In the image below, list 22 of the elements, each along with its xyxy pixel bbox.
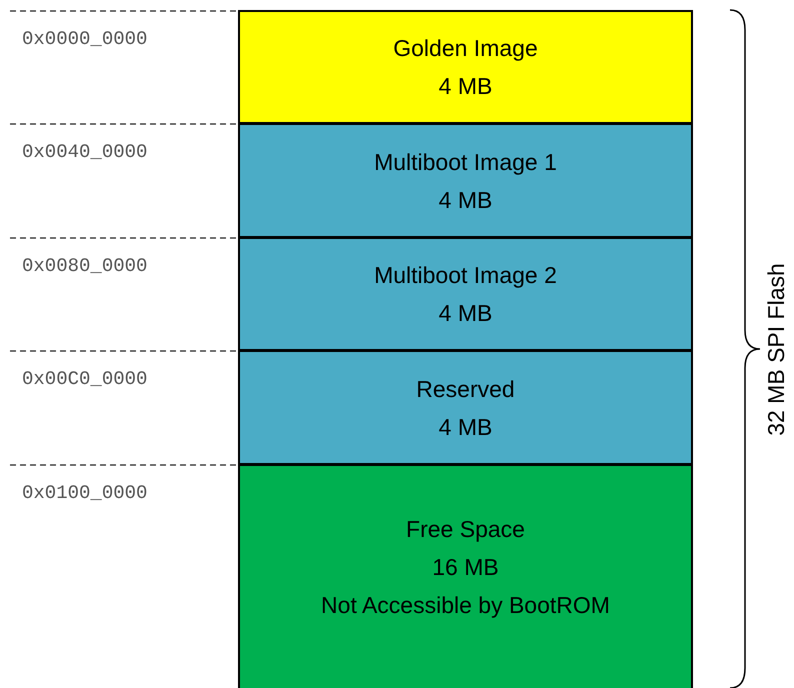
region-name: Free Space xyxy=(406,515,525,544)
region-detail: 4 MB xyxy=(438,186,492,214)
memory-region-block xyxy=(238,10,693,124)
region-name: Golden Image xyxy=(393,34,538,63)
region-name: Reserved xyxy=(416,374,515,404)
region-name: Multiboot Image 1 xyxy=(374,148,557,177)
region-detail: Not Accessible by BootROM xyxy=(321,591,610,620)
flash-size-label: 32 MB SPI Flash xyxy=(762,262,790,436)
address-label: 0x0040_0000 xyxy=(22,141,148,163)
region-detail: 4 MB xyxy=(438,299,492,328)
address-label: 0x0080_0000 xyxy=(22,255,148,277)
memory-region-block xyxy=(238,123,693,238)
address-label: 0x0100_0000 xyxy=(22,482,148,504)
region-detail: 4 MB xyxy=(438,72,492,101)
address-label: 0x0000_0000 xyxy=(22,28,148,50)
memory-region-block xyxy=(238,237,693,351)
region-detail: 4 MB xyxy=(438,412,492,442)
address-label: 0x00C0_0000 xyxy=(22,368,148,390)
region-name: Multiboot Image 2 xyxy=(374,261,557,290)
memory-region-block xyxy=(238,464,693,688)
memory-region-block xyxy=(238,350,693,465)
region-detail: 16 MB xyxy=(432,553,499,582)
